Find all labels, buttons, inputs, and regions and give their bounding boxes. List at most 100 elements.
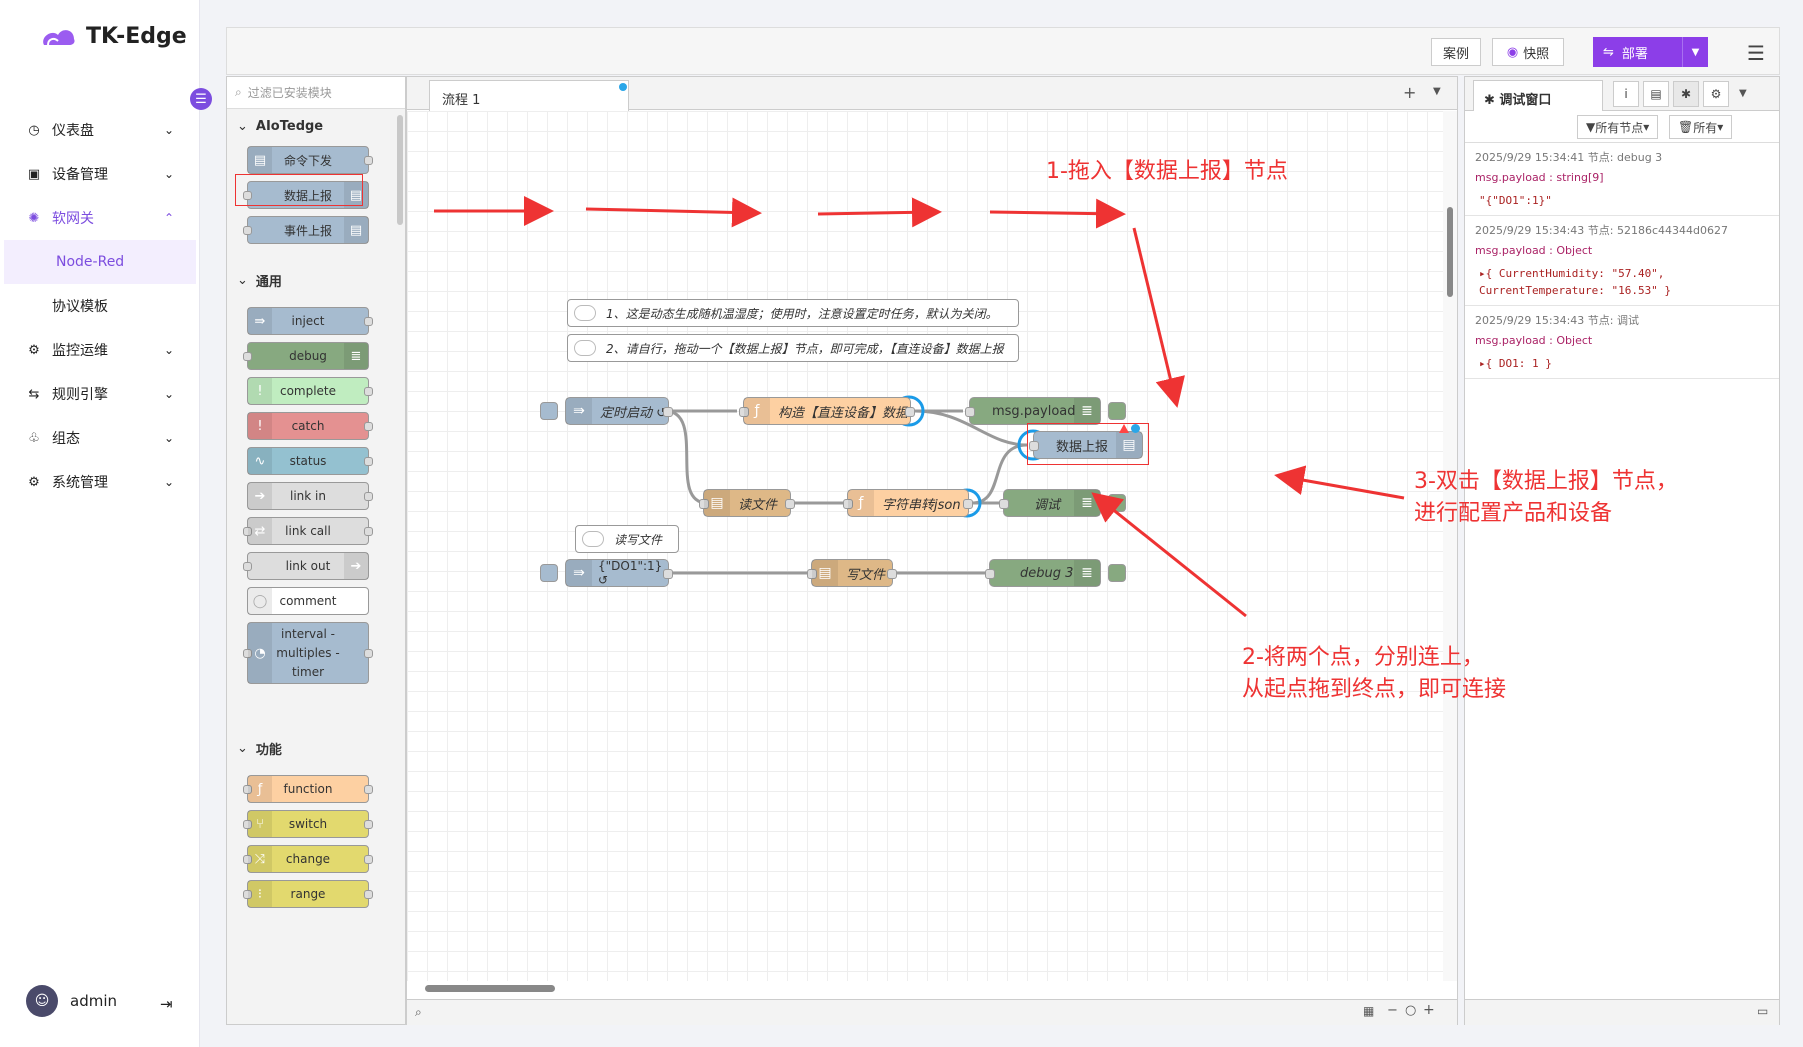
filter-nodes-dropdown[interactable]: ▼ 所有节点 ▾ xyxy=(1577,115,1659,139)
canvas-horizontal-scrollbar[interactable] xyxy=(425,985,555,992)
flow-node-debug[interactable]: 调试≣ xyxy=(999,489,1126,517)
inject-trigger-button[interactable] xyxy=(540,402,558,420)
zoom-reset-icon[interactable]: ○ xyxy=(1405,1003,1417,1018)
collapse-sidebar-icon[interactable]: ☰ xyxy=(190,88,212,110)
flow-node-read-file[interactable]: ▤读文件 xyxy=(699,489,795,517)
output-port xyxy=(364,890,373,899)
chevron-down-icon: ⌄ xyxy=(237,272,248,288)
gear-icon[interactable]: ⚙ xyxy=(1703,81,1729,107)
menu-item-dashboard[interactable]: ◷仪表盘⌄ xyxy=(0,108,200,152)
palette-node-status[interactable]: ∿status xyxy=(247,447,373,475)
flow-canvas[interactable]: 1、这是动态生成随机温湿度；使用时，注意设置定时任务，默认为关闭。 2、请自行，… xyxy=(407,111,1443,981)
bug-icon[interactable]: ✱ xyxy=(1673,81,1699,107)
palette-category-common[interactable]: ⌄通用 xyxy=(227,263,405,297)
menu-item-gateway[interactable]: ✺软网关⌃ xyxy=(0,196,200,240)
debug-message[interactable]: 2025/9/29 15:34:43 节点: 52186c44344d0627 … xyxy=(1465,216,1779,306)
debug-toggle-button[interactable] xyxy=(1108,564,1126,582)
debug-toggle-button[interactable] xyxy=(1108,402,1126,420)
inject-trigger-button[interactable] xyxy=(540,564,558,582)
palette-node-event-report[interactable]: 事件上报▤ xyxy=(243,216,369,244)
info-icon[interactable]: i xyxy=(1613,81,1639,107)
menu-subitem-protocol[interactable]: 协议模板 xyxy=(0,284,200,328)
user-profile[interactable]: ☺ admin xyxy=(26,985,117,1017)
flow-node-inject-timer[interactable]: ⇛定时启动 ↺ xyxy=(540,397,673,425)
output-port xyxy=(364,527,373,536)
message-value[interactable]: ▸{ DO1: 1 } xyxy=(1479,357,1552,370)
palette-node-link-call[interactable]: ⇄link call xyxy=(243,517,373,545)
palette-node-interval[interactable]: ◔interval -multiples -timer xyxy=(243,622,373,684)
palette-node-comment[interactable]: ◯comment xyxy=(247,587,369,615)
comment-node[interactable]: 读写文件 xyxy=(575,525,679,553)
add-flow-icon[interactable]: + xyxy=(1403,83,1417,102)
node-label: 字符串转json xyxy=(882,497,961,513)
node-label: 读文件 xyxy=(738,497,778,513)
menu-item-scada[interactable]: ♧组态⌄ xyxy=(0,416,200,460)
logout-icon[interactable]: ⇥ xyxy=(160,995,173,1013)
flow-node-data-report[interactable]: 数据上报▤ xyxy=(1029,431,1143,459)
palette-filter[interactable]: ⌕过滤已安装模块 xyxy=(227,77,405,109)
palette-category-function[interactable]: ⌄功能 xyxy=(227,731,405,765)
changed-indicator xyxy=(1131,424,1140,433)
debug-toggle-button[interactable] xyxy=(1108,494,1126,512)
menu-item-system[interactable]: ⚙系统管理⌄ xyxy=(0,460,200,504)
navigator-icon[interactable]: ▦ xyxy=(1363,1004,1375,1018)
main-menu-icon[interactable]: ☰ xyxy=(1747,41,1765,65)
examples-button[interactable]: 案例 xyxy=(1431,38,1481,66)
scroll-thumb[interactable] xyxy=(1447,207,1453,297)
flow-list-icon[interactable]: ▼ xyxy=(1433,86,1441,97)
highlight-box xyxy=(235,174,363,206)
palette-node-inject[interactable]: ⇛inject xyxy=(247,307,373,335)
chevron-down-icon: ⌄ xyxy=(163,123,174,137)
menu-item-monitor[interactable]: ⚙监控运维⌄ xyxy=(0,328,200,372)
snapshot-button[interactable]: ◉快照 xyxy=(1492,38,1564,66)
flow-node-debug-3[interactable]: debug 3≣ xyxy=(985,559,1126,587)
help-book-icon[interactable]: ▤ xyxy=(1643,81,1669,107)
list-icon: ≣ xyxy=(1074,398,1100,424)
node-label: change xyxy=(285,852,331,866)
flow-node-inject-do1[interactable]: ⇛{"DO1":1} ↺ xyxy=(540,559,673,587)
tab-label: 流程 1 xyxy=(442,93,481,108)
zoom-in-icon[interactable]: + xyxy=(1423,1002,1435,1018)
clear-messages-dropdown[interactable]: 🗑所有 ▾ xyxy=(1669,115,1733,139)
comment-node[interactable]: 2、请自行，拖动一个【数据上报】节点，即可完成，【直连设备】数据上报 xyxy=(567,334,1019,362)
change-icon: ⤨ xyxy=(248,846,272,872)
tab-flow-1[interactable]: 流程 1 xyxy=(429,80,629,111)
deploy-dropdown-icon[interactable]: ▼ xyxy=(1682,37,1708,67)
tab-debug[interactable]: ✱ 调试窗口 xyxy=(1473,80,1603,111)
flow-node-debug-payload[interactable]: msg.payload≣ xyxy=(965,397,1126,425)
menu-subitem-nodered[interactable]: Node-Red xyxy=(4,240,196,284)
input-port xyxy=(243,649,252,658)
zoom-out-icon[interactable]: − xyxy=(1387,1003,1398,1018)
palette-node-command[interactable]: ▤命令下发 xyxy=(247,146,373,174)
menu-item-rules[interactable]: ⇆规则引擎⌄ xyxy=(0,372,200,416)
palette-node-link-in[interactable]: ➔link in xyxy=(247,482,373,510)
palette-node-range[interactable]: ⁝range xyxy=(243,880,373,908)
palette-scrollbar[interactable] xyxy=(397,115,403,225)
palette-node-change[interactable]: ⤨ change xyxy=(243,845,373,873)
sidebar-tabs: ✱ 调试窗口 i ▤ ✱ ⚙ ▼ xyxy=(1465,77,1779,111)
canvas-vertical-scrollbar[interactable] xyxy=(1443,111,1457,981)
search-flows-icon[interactable]: ⌕ xyxy=(415,1005,422,1019)
debug-message[interactable]: 2025/9/29 15:34:41 节点: debug 3 msg.paylo… xyxy=(1465,143,1779,216)
debug-message[interactable]: 2025/9/29 15:34:43 节点: 调试 msg.payload : … xyxy=(1465,306,1779,379)
palette-node-debug[interactable]: debug≣ xyxy=(243,342,369,370)
palette-node-switch[interactable]: ⑂switch xyxy=(243,810,373,838)
popout-window-icon[interactable]: ▭ xyxy=(1757,1004,1769,1018)
deploy-button[interactable]: ⇋ 部署 ▼ xyxy=(1593,37,1708,67)
message-value[interactable]: ▸{ CurrentHumidity: "57.40", xyxy=(1479,267,1665,280)
menu-label: 设备管理 xyxy=(52,167,108,183)
palette-node-catch[interactable]: !catch xyxy=(247,412,373,440)
menu-item-devices[interactable]: ▣设备管理⌄ xyxy=(0,152,200,196)
flow-node-write-file[interactable]: ▤写文件 xyxy=(807,559,897,587)
chevron-down-icon[interactable]: ▼ xyxy=(1739,88,1747,99)
palette-node-data-report[interactable]: 数据上报▤ xyxy=(243,181,369,209)
avatar: ☺ xyxy=(26,985,58,1017)
palette-category-aiotedge[interactable]: ⌄AIoTedge xyxy=(227,109,405,143)
palette-node-link-out[interactable]: link out➔ xyxy=(243,552,369,580)
palette-node-complete[interactable]: !complete xyxy=(247,377,373,405)
input-port xyxy=(999,499,1009,509)
comment-node[interactable]: 1、这是动态生成随机温湿度；使用时，注意设置定时任务，默认为关闭。 xyxy=(567,299,1019,327)
